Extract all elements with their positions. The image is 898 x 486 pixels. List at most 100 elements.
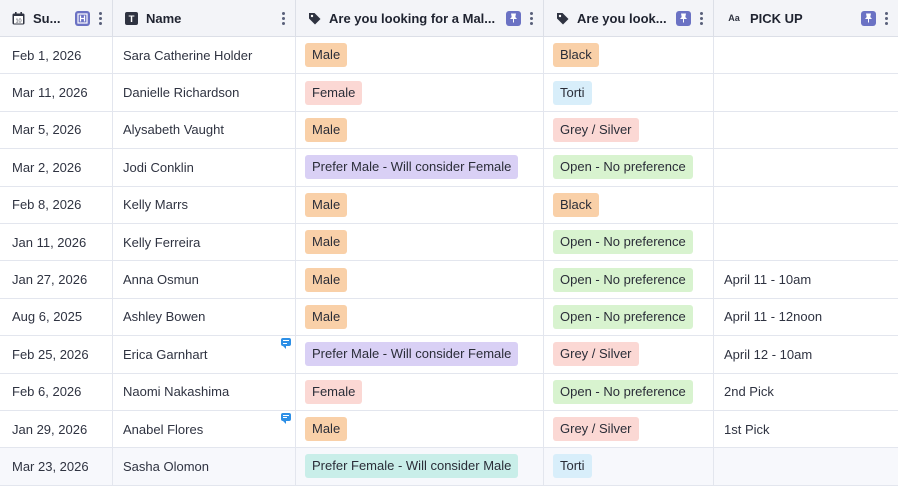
cell-pick-up[interactable]: [714, 149, 898, 185]
cell-color-preference[interactable]: Grey / Silver: [544, 111, 714, 149]
cell-name[interactable]: Anabel Flores: [113, 410, 296, 448]
pin-icon[interactable]: [506, 10, 521, 26]
cell-name[interactable]: Erica Garnhart: [113, 336, 296, 373]
column-header-pick-up[interactable]: Aa PICK UP: [714, 0, 898, 36]
cell-name[interactable]: Sara Catherine Holder: [113, 37, 296, 74]
cell-pick-up[interactable]: 2nd Pick: [714, 374, 898, 410]
cell-color-preference[interactable]: Open - No preference: [544, 223, 714, 261]
cell-submitted-date[interactable]: Feb 25, 2026: [0, 336, 113, 373]
column-header-gender-preference[interactable]: Are you looking for a Mal...: [296, 0, 544, 36]
column-width-icon[interactable]: [75, 10, 90, 26]
cell-submitted-date[interactable]: Feb 1, 2026: [0, 37, 113, 74]
cell-pick-up[interactable]: [714, 37, 898, 73]
cell-submitted-date[interactable]: Aug 6, 2025: [0, 298, 113, 336]
cell-submitted-date[interactable]: Feb 8, 2026: [0, 186, 113, 223]
cell-submitted-date[interactable]: Feb 6, 2026: [0, 373, 113, 410]
cell-gender-preference[interactable]: Female: [296, 373, 544, 410]
cell-gender-preference[interactable]: Male: [296, 261, 544, 298]
gender-tag: Prefer Female - Will consider Male: [305, 454, 519, 479]
cell-name[interactable]: Jodi Conklin: [113, 149, 296, 186]
cell-submitted-date[interactable]: Jan 27, 2026: [0, 261, 113, 298]
cell-submitted-date[interactable]: Jan 11, 2026: [0, 223, 113, 261]
cell-color-preference[interactable]: Black: [544, 186, 714, 223]
color-tag: Black: [553, 192, 599, 217]
cell-name[interactable]: Sasha Olomon: [113, 448, 296, 485]
cell-color-preference[interactable]: Torti: [544, 448, 714, 485]
gender-tag: Male: [305, 304, 348, 329]
color-tag: Open - No preference: [553, 267, 693, 292]
cell-gender-preference[interactable]: Prefer Male - Will consider Female: [296, 336, 544, 373]
cell-name[interactable]: Kelly Marrs: [113, 186, 296, 223]
pickup-text: 2nd Pick: [724, 384, 774, 400]
comment-icon[interactable]: [281, 338, 291, 350]
cell-pick-up[interactable]: [714, 74, 898, 110]
gender-tag: Male: [305, 117, 348, 142]
cell-name[interactable]: Danielle Richardson: [113, 74, 296, 111]
cell-submitted-date[interactable]: Jan 29, 2026: [0, 410, 113, 448]
cell-submitted-date[interactable]: Mar 5, 2026: [0, 111, 113, 149]
name-text: Jodi Conklin: [123, 159, 194, 175]
cell-gender-preference[interactable]: Male: [296, 410, 544, 448]
table-row[interactable]: Mar 5, 2026 Alysabeth Vaught Male Grey / Si…: [0, 111, 898, 150]
cell-color-preference[interactable]: Black: [544, 37, 714, 74]
cell-color-preference[interactable]: Open - No preference: [544, 298, 714, 336]
calendar-icon: 10: [12, 11, 25, 25]
cell-pick-up[interactable]: [714, 112, 898, 148]
name-text: Alysabeth Vaught: [123, 122, 224, 138]
cell-color-preference[interactable]: Open - No preference: [544, 261, 714, 298]
cell-color-preference[interactable]: Open - No preference: [544, 149, 714, 186]
cell-pick-up[interactable]: [714, 187, 898, 223]
pin-icon[interactable]: [861, 10, 876, 26]
cell-pick-up[interactable]: April 12 - 10am: [714, 336, 898, 372]
column-header-color-preference[interactable]: Are you look...: [544, 0, 714, 36]
cell-color-preference[interactable]: Grey / Silver: [544, 336, 714, 373]
cell-gender-preference[interactable]: Male: [296, 298, 544, 336]
column-header-submitted[interactable]: 10 Su...: [0, 0, 113, 36]
column-menu-icon[interactable]: [96, 11, 104, 25]
pin-icon[interactable]: [676, 10, 691, 26]
cell-color-preference[interactable]: Torti: [544, 74, 714, 111]
cell-submitted-date[interactable]: Mar 11, 2026: [0, 74, 113, 111]
cell-gender-preference[interactable]: Male: [296, 186, 544, 223]
cell-gender-preference[interactable]: Prefer Female - Will consider Male: [296, 448, 544, 485]
column-header-name[interactable]: T Name: [113, 0, 296, 36]
gender-tag: Male: [305, 43, 348, 68]
table-row[interactable]: Mar 2, 2026 Jodi Conklin Prefer Male - Wil…: [0, 149, 898, 187]
cell-pick-up[interactable]: [714, 224, 898, 260]
cell-name[interactable]: Kelly Ferreira: [113, 223, 296, 261]
cell-gender-preference[interactable]: Male: [296, 223, 544, 261]
cell-color-preference[interactable]: Grey / Silver: [544, 410, 714, 448]
column-menu-icon[interactable]: [279, 11, 287, 25]
cell-pick-up[interactable]: April 11 - 12noon: [714, 299, 898, 335]
cell-gender-preference[interactable]: Male: [296, 111, 544, 149]
cell-gender-preference[interactable]: Prefer Male - Will consider Female: [296, 149, 544, 186]
cell-submitted-date[interactable]: Mar 2, 2026: [0, 149, 113, 186]
column-menu-icon[interactable]: [697, 11, 705, 25]
cell-color-preference[interactable]: Open - No preference: [544, 373, 714, 410]
cell-pick-up[interactable]: April 11 - 10am: [714, 261, 898, 297]
text-field-glyph: Aa: [728, 13, 740, 23]
cell-pick-up[interactable]: [714, 448, 898, 484]
comment-icon[interactable]: [281, 412, 291, 424]
color-tag: Open - No preference: [553, 304, 693, 329]
column-menu-icon[interactable]: [882, 11, 890, 25]
cell-gender-preference[interactable]: Male: [296, 37, 544, 74]
cell-name[interactable]: Ashley Bowen: [113, 298, 296, 336]
cell-pick-up[interactable]: 1st Pick: [714, 411, 898, 447]
cell-name[interactable]: Naomi Nakashima: [113, 373, 296, 410]
cell-submitted-date[interactable]: Mar 23, 2026: [0, 448, 113, 485]
cell-name[interactable]: Alysabeth Vaught: [113, 111, 296, 149]
cell-name[interactable]: Anna Osmun: [113, 261, 296, 298]
cell-gender-preference[interactable]: Female: [296, 74, 544, 111]
column-menu-icon[interactable]: [527, 11, 535, 25]
